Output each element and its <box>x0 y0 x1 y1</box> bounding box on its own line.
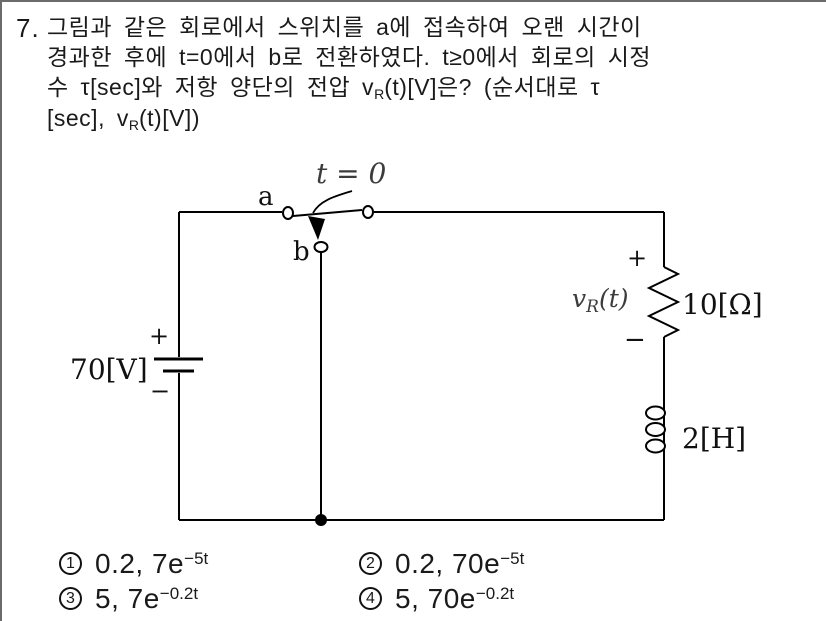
choice-3[interactable]: 3 5, 7e−0.2t <box>59 583 199 615</box>
question-line-3-text: 수 τ[sec]와 저항 양단의 전압 v <box>47 74 375 100</box>
source-minus-sign: − <box>150 377 170 405</box>
choice-1[interactable]: 1 0.2, 7e−5t <box>59 548 209 580</box>
inductor-coil-loop <box>645 405 666 421</box>
choice-3-number[interactable]: 3 <box>59 587 82 610</box>
choice-2-base: 0.2, 70e <box>395 548 501 579</box>
vr-subscript: R <box>374 86 385 102</box>
choice-3-text: 5, 7e−0.2t <box>95 583 199 615</box>
inductor-coil-loop <box>645 422 666 437</box>
switch-contact-b <box>313 241 329 253</box>
choice-1-text: 0.2, 7e−5t <box>95 548 209 580</box>
switch-label-b: b <box>293 237 310 267</box>
vr-args: (t) <box>599 284 629 313</box>
switch-contact-pole <box>362 205 374 219</box>
question-line-3-tail: (t)[V]은? (순서대로 τ <box>384 74 601 100</box>
resistor-value-label: 10[Ω] <box>682 288 763 321</box>
resistor: + − vR(t) 10[Ω] <box>572 244 763 355</box>
choice-1-exponent: −5t <box>184 549 209 568</box>
choice-4-number[interactable]: 4 <box>359 587 382 610</box>
choice-4-text: 5, 70e−0.2t <box>395 583 515 615</box>
question-line-4: [sec], vR(t)[V]) <box>47 104 200 139</box>
vr-subscript: R <box>128 117 139 133</box>
resistor-plus-sign: + <box>627 244 647 272</box>
choice-3-exponent: −0.2t <box>159 584 199 603</box>
choice-4[interactable]: 4 5, 70e−0.2t <box>359 583 515 615</box>
source-value-label: 70[V] <box>70 353 148 386</box>
resistor-voltage-label: vR(t) <box>572 284 629 317</box>
vr-v: v <box>572 284 586 313</box>
question-line-4-tail: (t)[V]) <box>138 105 200 131</box>
junction-dot <box>315 514 327 526</box>
switch-arrowhead-icon <box>308 216 325 240</box>
inductor-coil-loop <box>645 438 666 454</box>
question-line-3: 수 τ[sec]와 저항 양단의 전압 vR(t)[V]은? (순서대로 τ <box>47 73 600 108</box>
switch-time-label: t = 0 <box>316 157 386 190</box>
choice-2-exponent: −5t <box>500 549 525 568</box>
choice-1-number[interactable]: 1 <box>59 552 82 575</box>
resistor-zigzag <box>646 266 681 338</box>
choice-2-number[interactable]: 2 <box>359 552 382 575</box>
switch-blade <box>292 209 363 217</box>
switch-label-a: a <box>258 182 274 212</box>
switch: a b t = 0 <box>258 157 386 267</box>
choice-1-base: 0.2, 7e <box>95 548 185 579</box>
choice-2[interactable]: 2 0.2, 70e−5t <box>359 548 525 580</box>
choice-4-exponent: −0.2t <box>475 584 515 603</box>
question-number: 7. <box>16 13 40 43</box>
choice-3-base: 5, 7e <box>95 583 160 614</box>
switch-motion-arc <box>312 190 353 214</box>
resistor-minus-sign: − <box>624 325 646 355</box>
question-line-2: 경과한 후에 t=0에서 b로 전환하였다. t≥0에서 회로의 시정 <box>47 44 652 70</box>
voltage-source: + − 70[V] <box>70 322 203 405</box>
choice-4-base: 5, 70e <box>395 583 476 614</box>
question-line-4-text: [sec], v <box>47 105 129 131</box>
source-plus-sign: + <box>149 322 169 350</box>
choice-2-text: 0.2, 70e−5t <box>395 548 525 580</box>
switch-contact-a <box>282 206 294 220</box>
vr-sub: R <box>585 297 599 317</box>
inductor: 2[H] <box>645 405 746 455</box>
inductor-value-label: 2[H] <box>682 422 746 455</box>
circuit-wires <box>178 211 665 526</box>
question-line-1: 그림과 같은 회로에서 스위치를 a에 접속하여 오랜 시간이 <box>47 14 642 40</box>
